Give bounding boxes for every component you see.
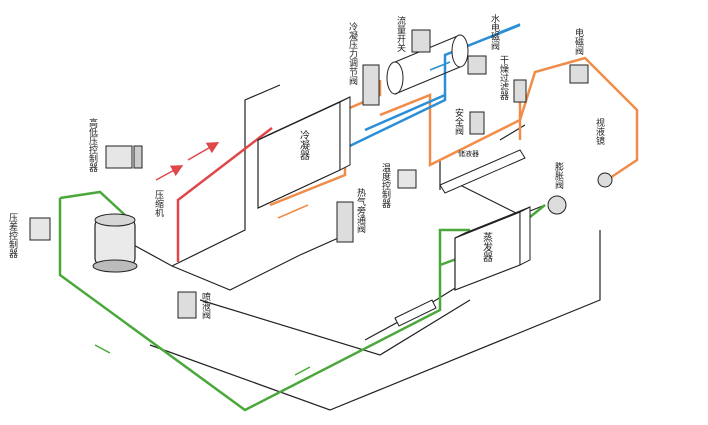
receiver — [439, 149, 526, 194]
label-flow-switch: 流量开关 — [395, 15, 406, 53]
label-hp-lp-control: 高低压控制器 — [87, 117, 98, 172]
black-pipes — [129, 84, 601, 411]
evaporator-box — [454, 206, 531, 291]
label-cond-pressure-valve: 冷凝压力调节阀 — [347, 21, 358, 86]
flow-switch-pipe — [386, 29, 469, 95]
expansion-valve — [547, 195, 567, 215]
labels: 高低压控制器 压差控制器 压缩机 冷凝器 冷凝压力调节阀 流量开关 水电磁阀 干… — [7, 13, 605, 320]
label-compressor: 压缩机 — [153, 190, 164, 218]
safety-valve — [469, 111, 485, 135]
label-temp-control: 温度控制器 — [380, 163, 391, 208]
label-water-solenoid: 水电磁阀 — [489, 13, 500, 51]
injection-valve — [177, 291, 197, 319]
hot-gas-bypass-valve — [336, 201, 354, 243]
heat-exchanger — [394, 299, 437, 327]
label-solenoid-valve: 电磁阀 — [573, 27, 584, 56]
compressor — [92, 213, 138, 273]
hp-lp-controller — [105, 145, 143, 169]
solenoid-valve — [569, 64, 589, 84]
label-expansion-valve: 膨胀阀 — [553, 161, 564, 190]
temp-controller — [397, 169, 417, 189]
label-evaporator: 蒸发器 — [481, 232, 493, 263]
label-receiver: 储液器 — [458, 149, 479, 158]
condenser-box — [257, 96, 351, 209]
label-injection-valve: 喷液阀 — [200, 292, 211, 320]
label-safety-valve: 安全阀 — [453, 107, 464, 136]
discharge-line — [155, 127, 273, 262]
label-condenser: 冷凝器 — [298, 129, 310, 161]
water-line — [299, 23, 521, 172]
cond-pressure-valve — [362, 64, 380, 106]
label-hot-gas-bypass: 热气旁通阀 — [355, 187, 366, 234]
label-oil-diff-control: 压差控制器 — [7, 213, 18, 258]
oil-diff-controller — [29, 217, 51, 241]
label-drier-filter: 干燥过滤器 — [498, 55, 509, 100]
sight-glass — [597, 172, 613, 188]
label-sight-glass: 视液镜 — [594, 117, 605, 146]
water-solenoid-valve — [467, 55, 487, 75]
drier-filter — [513, 79, 527, 103]
